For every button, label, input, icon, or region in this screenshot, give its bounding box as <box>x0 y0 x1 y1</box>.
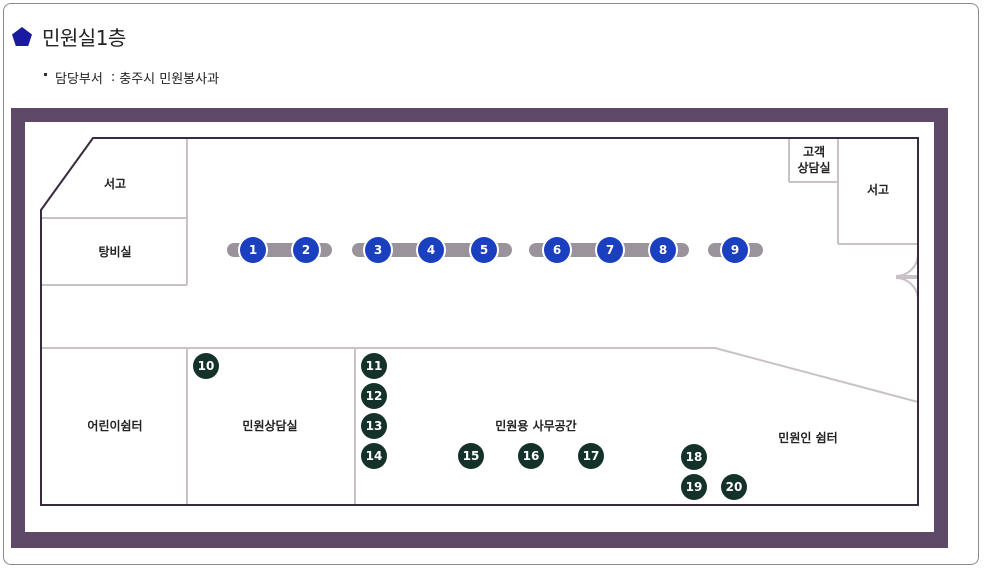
pentagon-icon <box>12 26 32 46</box>
floor-plan-frame: 서고 탕비실 고객 상담실 서고 어린이쉼터 민원상담실 민원용 사무공간 민원… <box>11 108 948 548</box>
floor-seat: 14 <box>361 443 387 469</box>
room-customer-consult: 고객 상담실 <box>797 145 831 175</box>
department-info: 담당부서 : 충주시 민원봉사과 <box>44 68 219 87</box>
department-label: 담당부서 <box>55 72 103 87</box>
counter-seat: 3 <box>365 237 391 263</box>
floor-seat: 15 <box>458 443 484 469</box>
floor-seat: 19 <box>681 474 707 500</box>
title-row: 민원실1층 <box>10 22 126 51</box>
room-rest-area: 민원인 쉼터 <box>778 431 838 445</box>
counter-seat: 9 <box>722 237 748 263</box>
department-separator: : <box>110 70 116 85</box>
room-storage-right: 서고 <box>866 183 890 197</box>
floor-seat: 13 <box>361 413 387 439</box>
page-title: 민원실1층 <box>42 26 126 50</box>
floor-seat: 11 <box>361 353 387 379</box>
counter-seat: 5 <box>471 237 497 263</box>
bullet-icon <box>44 73 47 76</box>
floor-seat: 20 <box>721 474 747 500</box>
counter-seat: 4 <box>418 237 444 263</box>
floor-plan-walls <box>40 137 919 506</box>
counter-seat: 8 <box>650 237 676 263</box>
counter-seat: 6 <box>544 237 570 263</box>
floor-seat: 16 <box>518 443 544 469</box>
room-consultation: 민원상담실 <box>242 419 298 433</box>
room-pantry: 탕비실 <box>98 245 132 259</box>
floor-plan: 서고 탕비실 고객 상담실 서고 어린이쉼터 민원상담실 민원용 사무공간 민원… <box>25 122 934 532</box>
counter-seat: 7 <box>597 237 623 263</box>
floor-seat: 10 <box>193 353 219 379</box>
room-storage-left: 서고 <box>103 177 127 191</box>
counter-seat: 2 <box>293 237 319 263</box>
room-kids-area: 어린이쉼터 <box>87 419 143 433</box>
floor-seat: 17 <box>578 443 604 469</box>
floor-seat: 12 <box>361 383 387 409</box>
department-value: 충주시 민원봉사과 <box>119 72 220 87</box>
room-workspace: 민원용 사무공간 <box>495 419 577 433</box>
floor-seat: 18 <box>681 444 707 470</box>
counter-seat: 1 <box>240 237 266 263</box>
